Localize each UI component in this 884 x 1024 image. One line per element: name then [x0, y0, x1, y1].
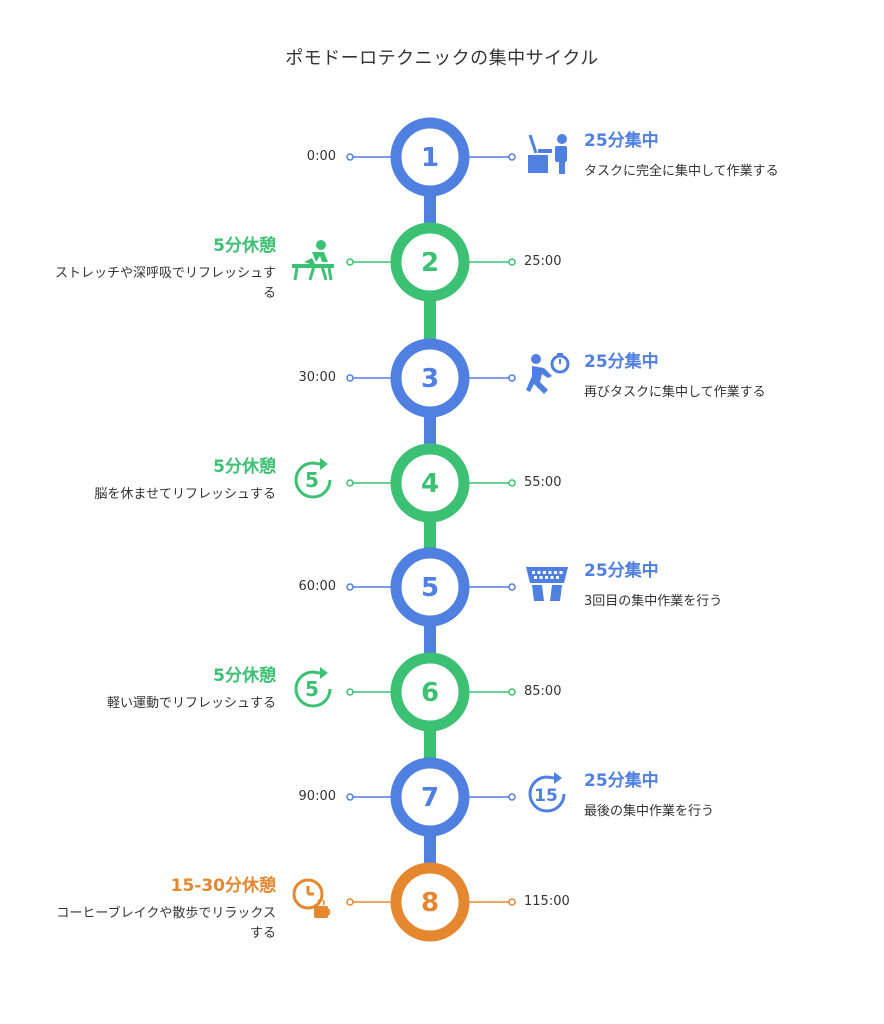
connector-dot — [508, 153, 516, 161]
step-title: 5分休憩 — [213, 666, 276, 686]
step-circle — [390, 652, 470, 732]
step-number: 8 — [421, 888, 439, 918]
timeline-connector — [424, 729, 436, 760]
timeline-connector — [424, 194, 436, 225]
step-time: 85:00 — [524, 684, 562, 699]
connector-dot — [346, 793, 354, 801]
connector-dot — [508, 688, 516, 696]
svg-text:5: 5 — [305, 677, 319, 701]
step-description: 再びタスクに集中して作業する — [584, 385, 766, 400]
step-circle — [390, 338, 470, 418]
step-number: 5 — [421, 573, 439, 603]
connector-dot — [508, 479, 516, 487]
connector-dot — [508, 583, 516, 591]
diagram-title: ポモドーロテクニックの集中サイクル — [285, 48, 599, 69]
step-number: 2 — [421, 248, 439, 278]
step-number: 6 — [421, 678, 439, 708]
step-number: 4 — [421, 469, 439, 499]
step-time: 0:00 — [306, 149, 336, 164]
step-time: 25:00 — [524, 254, 562, 269]
connector-dot — [346, 898, 354, 906]
step-number: 1 — [421, 143, 439, 173]
connector-dot — [346, 479, 354, 487]
timeline-connector — [424, 415, 436, 446]
step-time: 30:00 — [298, 370, 336, 385]
step-description: タスクに完全に集中して作業する — [584, 164, 779, 179]
timeline-connector — [424, 299, 436, 341]
step-title: 25分集中 — [584, 131, 659, 151]
step-circle — [390, 443, 470, 523]
clock-coffee-icon — [292, 878, 331, 918]
step-circle — [390, 862, 470, 942]
step-title: 5分休憩 — [213, 457, 276, 477]
step-description: コーヒーブレイクや散歩でリラックスする — [56, 906, 276, 941]
step-circle — [390, 222, 470, 302]
step-time: 90:00 — [298, 789, 336, 804]
step-description: 最後の集中作業を行う — [584, 804, 715, 819]
svg-text:15: 15 — [534, 786, 558, 806]
step-description: 軽い運動でリフレッシュする — [106, 696, 276, 711]
step-description: ストレッチや深呼吸でリフレッシュする — [54, 266, 276, 301]
connector-dot — [346, 153, 354, 161]
connector-dot — [346, 374, 354, 382]
step-number: 3 — [421, 364, 439, 394]
step-title: 15-30分休憩 — [170, 876, 276, 896]
step-circle — [390, 757, 470, 837]
step-number: 7 — [421, 783, 439, 813]
timeline-connector — [424, 624, 436, 655]
step-title: 25分集中 — [584, 561, 659, 581]
timer-5-icon: 5 — [294, 667, 332, 708]
connector-dot — [508, 898, 516, 906]
step-title: 25分集中 — [584, 771, 659, 791]
step-title: 5分休憩 — [213, 236, 276, 256]
step-time: 55:00 — [524, 475, 562, 490]
running-person-stopwatch-icon — [526, 353, 570, 394]
step-time: 60:00 — [298, 579, 336, 594]
step-description: 脳を休ませてリフレッシュする — [94, 487, 276, 502]
person-at-desk-icon — [528, 134, 567, 174]
connector-dot — [346, 258, 354, 266]
connector-dot — [508, 374, 516, 382]
connector-dot — [508, 793, 516, 801]
step-circle — [390, 547, 470, 627]
connector-dot — [346, 688, 354, 696]
person-stretching-icon — [292, 240, 334, 281]
timer-15-icon: 15 — [528, 772, 566, 813]
step-title: 25分集中 — [584, 352, 659, 372]
timer-5-icon: 5 — [294, 458, 332, 499]
connector-dot — [508, 258, 516, 266]
step-description: 3回目の集中作業を行う — [584, 594, 723, 609]
step-time: 115:00 — [524, 894, 570, 909]
timeline-connector — [424, 520, 436, 550]
keyboard-typing-icon — [526, 567, 568, 601]
step-circle — [390, 117, 470, 197]
connector-dot — [346, 583, 354, 591]
timeline-connector — [424, 834, 436, 865]
svg-text:5: 5 — [305, 468, 319, 492]
